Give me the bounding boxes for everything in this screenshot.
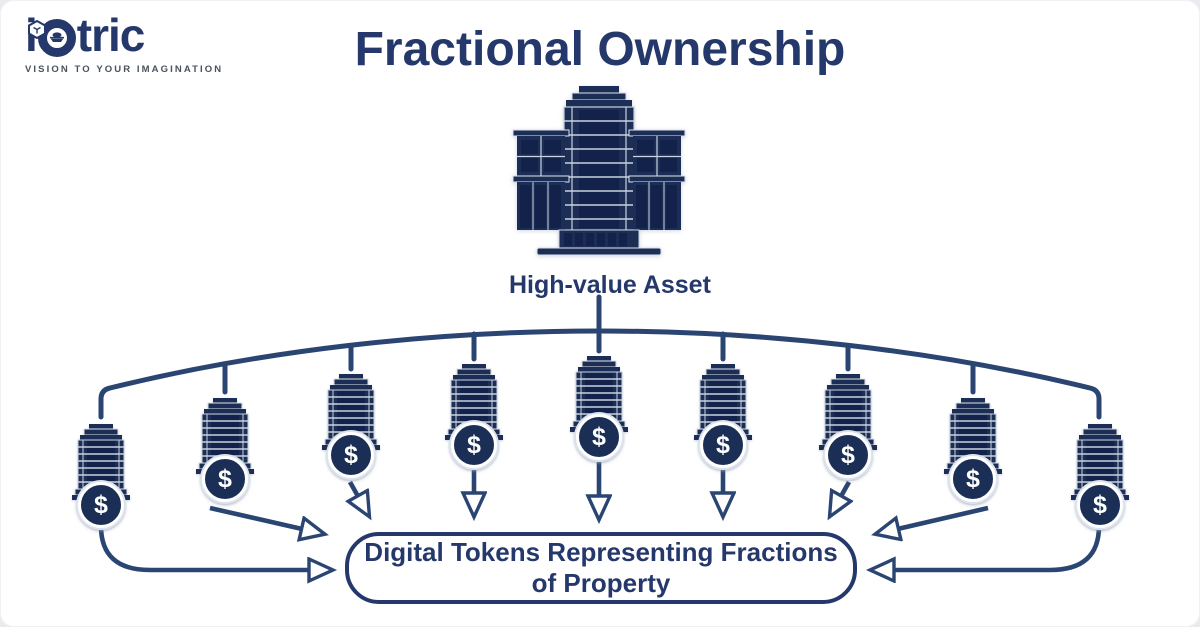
dollar-coin-icon: $ <box>78 482 124 528</box>
brand-letters-tric: tric <box>76 9 146 61</box>
page-title: Fractional Ownership <box>354 23 846 76</box>
dollar-coin-icon: $ <box>576 414 622 460</box>
dollar-coin-icon: $ <box>700 422 746 468</box>
asset-label: High-value Asset <box>509 271 711 299</box>
genie-lamp-icon <box>49 32 64 42</box>
token-building-3: $ <box>313 374 389 482</box>
dollar-coin-icon: $ <box>950 456 996 502</box>
coin-symbol: $ <box>218 464 232 493</box>
brand-tagline: VISION TO YOUR IMAGINATION <box>25 64 224 75</box>
token-building-5: $ <box>561 356 637 464</box>
brand-wordmark: i tric <box>25 12 235 58</box>
high-value-asset: High-value Asset <box>509 86 711 300</box>
token-building-8: $ <box>935 398 1011 506</box>
dollar-coin-icon: $ <box>1077 482 1123 528</box>
coin-symbol: $ <box>94 490 108 519</box>
coin-symbol: $ <box>344 440 358 469</box>
coin-symbol: $ <box>1093 490 1107 519</box>
dollar-coin-icon: $ <box>825 432 871 478</box>
dollar-coin-icon: $ <box>202 456 248 502</box>
dollar-coin-icon: $ <box>328 432 374 478</box>
coin-symbol: $ <box>467 430 481 459</box>
curved-arrow-9 <box>871 525 1102 570</box>
token-building-9: $ <box>1062 424 1138 532</box>
diagonal-arrow-8 <box>876 505 989 534</box>
token-building-1: $ <box>63 424 139 532</box>
diagonal-arrow-7 <box>830 480 849 516</box>
curved-arrow-1 <box>98 525 332 570</box>
diagonal-arrow-2 <box>209 505 324 534</box>
token-building-4: $ <box>436 364 512 472</box>
token-building-6: $ <box>685 364 761 472</box>
brand-logo: i tric VISION TO YOUR IMAGINATION <box>25 12 235 75</box>
large-building-icon <box>512 86 686 256</box>
token-building-2: $ <box>187 398 263 506</box>
digital-tokens-box: Digital Tokens Representing Fractions of… <box>345 532 857 604</box>
coin-symbol: $ <box>592 422 606 451</box>
token-building-7: $ <box>810 374 886 482</box>
digital-tokens-line2: of Property <box>531 568 671 598</box>
coin-symbol: $ <box>966 464 980 493</box>
digital-tokens-line1: Digital Tokens Representing Fractions <box>364 536 838 567</box>
coin-symbol: $ <box>841 440 855 469</box>
hexagon-logo-icon <box>27 0 47 40</box>
coin-symbol: $ <box>716 430 730 459</box>
dollar-coin-icon: $ <box>451 422 497 468</box>
diagonal-arrow-3 <box>350 480 369 516</box>
